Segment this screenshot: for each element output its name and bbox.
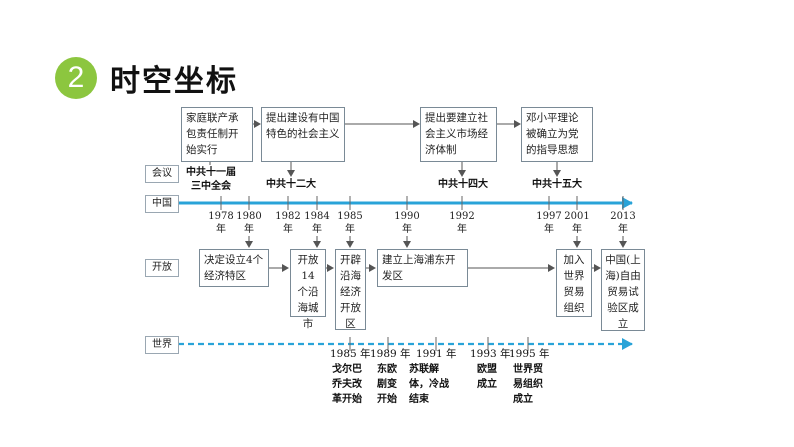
world-year-1989: 1989 年 xyxy=(370,348,411,360)
meeting-11th-3rd-plenum: 中共十一届三中全会 xyxy=(186,167,236,192)
meeting-12th-congress: 中共十二大 xyxy=(266,179,316,190)
world-event-ussr-collapse: 苏联解体，冷战结束 xyxy=(409,364,449,405)
world-year-1993: 1993 年 xyxy=(470,348,511,360)
world-event-eu: 欧盟成立 xyxy=(477,364,497,390)
open-box-join-wto: 加入世界贸易组织 xyxy=(556,249,592,317)
open-box-shanghai-ftz: 中国(上海)自由贸易试验区成立 xyxy=(601,249,645,331)
world-event-gorbachev-reform: 戈尔巴乔夫改革开始 xyxy=(332,364,362,405)
section-number-badge: 2 xyxy=(55,57,97,99)
world-year-1991: 1991 年 xyxy=(416,348,457,360)
open-box-pudong: 建立上海浦东开发区 xyxy=(377,249,468,287)
row-label-meeting: 会议 xyxy=(145,165,179,183)
world-year-1995: 1995 年 xyxy=(509,348,550,360)
page-title: 时空坐标 xyxy=(110,64,238,99)
row-label-open: 开放 xyxy=(145,259,179,277)
policy-box-household-responsibility: 家庭联产承包责任制开始实行 xyxy=(181,107,253,162)
open-box-coastal-open-areas: 开辟沿海经济开放区 xyxy=(335,249,366,330)
world-year-1985: 1985 年 xyxy=(330,348,371,360)
policy-box-deng-theory: 邓小平理论被确立为党的指导思想 xyxy=(521,107,593,162)
meeting-14th-congress: 中共十四大 xyxy=(438,179,488,190)
open-box-14-coastal-cities: 开放14个沿海城市 xyxy=(290,249,326,330)
policy-box-market-economy: 提出要建立社会主义市场经济体制 xyxy=(420,107,497,162)
row-label-china: 中国 xyxy=(145,195,179,213)
policy-box-chinese-socialism: 提出建设有中国特色的社会主义 xyxy=(261,107,345,162)
meeting-15th-congress: 中共十五大 xyxy=(532,179,582,190)
world-event-eastern-europe: 东欧剧变开始 xyxy=(377,364,397,405)
open-box-special-zones: 决定设立4个经济特区 xyxy=(199,249,269,287)
row-label-world: 世界 xyxy=(145,336,179,354)
world-event-wto: 世界贸易组织成立 xyxy=(513,364,543,405)
